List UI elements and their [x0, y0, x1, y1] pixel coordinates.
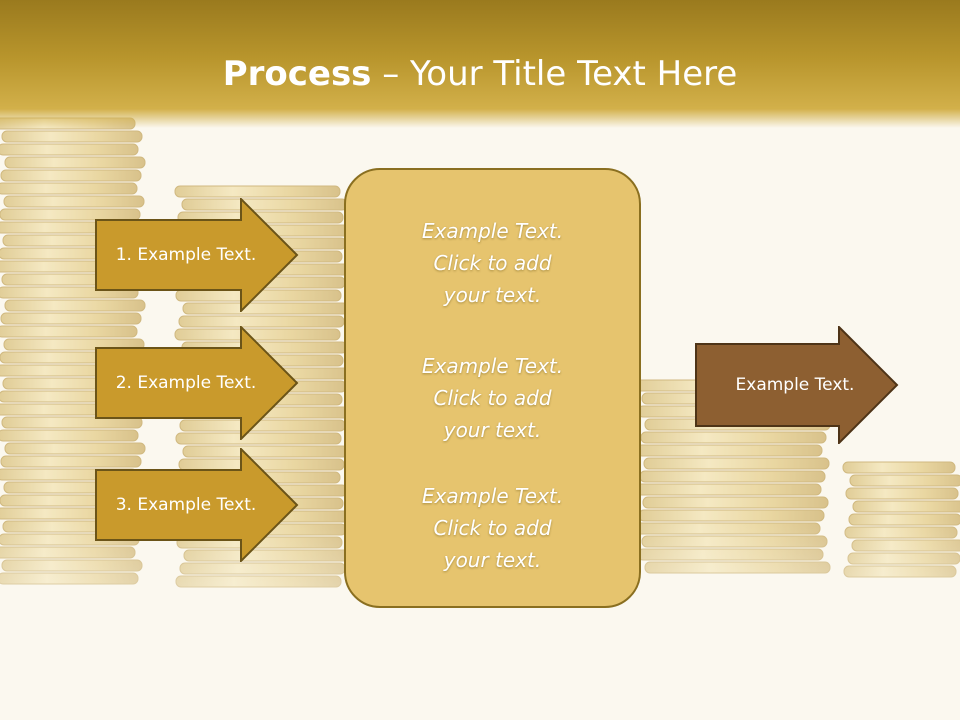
coin — [643, 457, 830, 470]
coin — [0, 455, 142, 468]
step-arrow-3[interactable]: 3. Example Text. — [95, 448, 299, 562]
arrow-shape — [95, 448, 299, 562]
coin — [849, 474, 960, 487]
coin — [175, 432, 342, 445]
step-label-1: 1. Example Text. — [115, 245, 257, 265]
coin — [0, 325, 138, 338]
center-text-line: your text. — [443, 418, 542, 442]
arrow-shape — [695, 326, 899, 444]
coin — [635, 483, 822, 496]
title-bold: Process — [222, 54, 372, 94]
center-text-line: your text. — [443, 548, 542, 572]
coin — [0, 143, 139, 156]
center-text-3: Example Text. Click to add your text. — [346, 480, 639, 576]
result-label: Example Text. — [735, 375, 855, 395]
coin — [0, 312, 142, 325]
step-arrow-1[interactable]: 1. Example Text. — [95, 198, 299, 312]
title-bar: Process – Your Title Text Here — [0, 0, 960, 128]
step-label-3: 3. Example Text. — [115, 495, 257, 515]
coin — [3, 195, 145, 208]
coin — [1, 416, 143, 429]
coin — [639, 470, 826, 483]
coin — [4, 156, 146, 169]
coin — [1, 130, 143, 143]
coin — [636, 444, 823, 457]
coin — [4, 442, 146, 455]
center-text-line: Example Text. — [421, 354, 564, 378]
coin — [4, 299, 146, 312]
title-rest: – Your Title Text Here — [371, 54, 738, 94]
arrow-shape — [95, 198, 299, 312]
step-label-2: 2. Example Text. — [115, 373, 257, 393]
coin — [642, 496, 829, 509]
coin — [638, 509, 825, 522]
coin — [842, 461, 956, 474]
coin — [0, 208, 141, 221]
coin — [0, 169, 142, 182]
center-text-line: Example Text. — [421, 219, 564, 243]
coin — [640, 431, 827, 444]
coin — [0, 429, 139, 442]
coin — [174, 185, 341, 198]
center-text-line: your text. — [443, 283, 542, 307]
slide-title[interactable]: Process – Your Title Text Here — [0, 52, 960, 96]
arrow-shape — [95, 326, 299, 440]
coin — [0, 182, 138, 195]
center-text-line: Click to add — [433, 516, 552, 540]
coin — [852, 500, 960, 513]
result-arrow[interactable]: Example Text. — [695, 326, 899, 444]
center-text-box[interactable]: Example Text. Click to add your text. Ex… — [344, 168, 641, 608]
center-text-2: Example Text. Click to add your text. — [346, 350, 639, 446]
coin — [174, 328, 341, 341]
center-text-line: Example Text. — [421, 484, 564, 508]
step-arrow-2[interactable]: 2. Example Text. — [95, 326, 299, 440]
center-text-line: Click to add — [433, 251, 552, 275]
coin — [845, 487, 959, 500]
center-text-1: Example Text. Click to add your text. — [346, 215, 639, 311]
center-text-line: Click to add — [433, 386, 552, 410]
